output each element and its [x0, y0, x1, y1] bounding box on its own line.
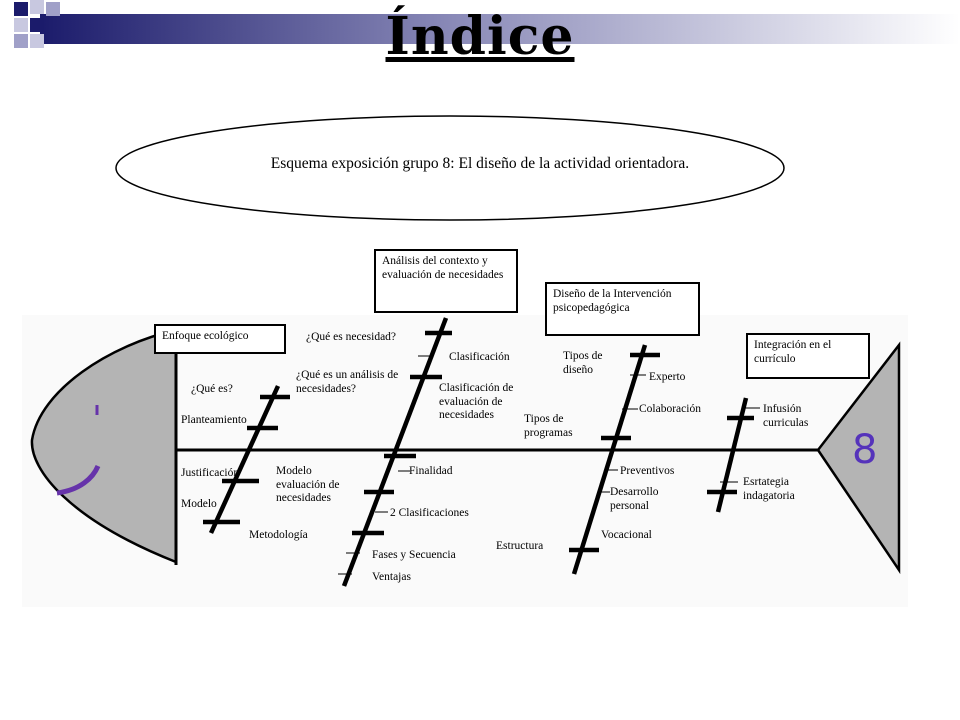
scheme-title: Esquema exposición grupo 8: El diseño de… — [270, 155, 690, 172]
page-title: Índice — [385, 6, 575, 67]
deco-square — [14, 18, 28, 32]
label-desarrollo-personal: Desarrollo personal — [610, 486, 659, 512]
deco-square — [46, 2, 60, 16]
label-infusion-curriculas: Infusión curriculas — [763, 403, 809, 429]
label-planteamiento: Planteamiento — [181, 414, 247, 426]
deco-square — [14, 34, 28, 48]
label-colaboracion: Colaboración — [639, 403, 701, 415]
label-preventivos: Preventivos — [620, 465, 675, 477]
label-tipos-programas: Tipos de programas — [524, 413, 573, 439]
deco-square — [14, 2, 28, 16]
label-clasificacion: Clasificación — [449, 351, 510, 363]
label-vocacional: Vocacional — [601, 529, 652, 541]
label-que-es-necesidad: ¿Qué es necesidad? — [306, 331, 397, 343]
rib-analisis — [341, 317, 449, 587]
label-estrategia-indagatoria: Esrtategia indagatoria — [743, 476, 795, 502]
label-estructura: Estructura — [496, 540, 544, 552]
tail-number: 8 — [852, 427, 878, 473]
label-finalidad: Finalidad — [409, 465, 453, 477]
label-fases-secuencia: Fases y Secuencia — [372, 549, 456, 561]
fish-head — [30, 328, 178, 564]
deco-square — [30, 0, 44, 14]
label-modelo-evaluacion: Modelo evaluación de necesidades — [276, 465, 340, 504]
deco-square — [30, 18, 44, 32]
box-integracion-curriculo: Integración en el currículo — [746, 333, 870, 379]
title-ellipse — [115, 115, 785, 221]
label-experto: Experto — [649, 371, 686, 383]
label-ventajas: Ventajas — [372, 571, 411, 583]
label-clasificacion-evaluacion: Clasificación de evaluación de necesidad… — [439, 382, 514, 421]
label-metodologia: Metodología — [249, 529, 308, 541]
rib-enfoque — [208, 385, 281, 534]
corner-decoration — [14, 0, 960, 48]
fish-tail — [816, 341, 901, 575]
label-tipos-diseno: Tipos de diseño — [563, 350, 603, 376]
box-analisis-contexto: Análisis del contexto y evaluación de ne… — [374, 249, 518, 313]
deco-square — [30, 34, 44, 48]
box-enfoque-ecologico: Enfoque ecológico — [154, 324, 286, 354]
box-diseno-intervencion: Diseño de la Intervención psicopedagógic… — [545, 282, 700, 336]
label-que-es-analisis: ¿Qué es un análisis de necesidades? — [296, 369, 399, 395]
label-modelo: Modelo — [181, 498, 217, 510]
banner-bar — [40, 14, 960, 44]
rib-diseno — [571, 344, 648, 575]
label-que-es: ¿Qué es? — [191, 383, 233, 395]
label-justificacion: Justificación — [181, 467, 240, 479]
smile-mark — [56, 464, 101, 496]
label-2-clasificaciones: 2 Clasificaciones — [390, 507, 469, 519]
